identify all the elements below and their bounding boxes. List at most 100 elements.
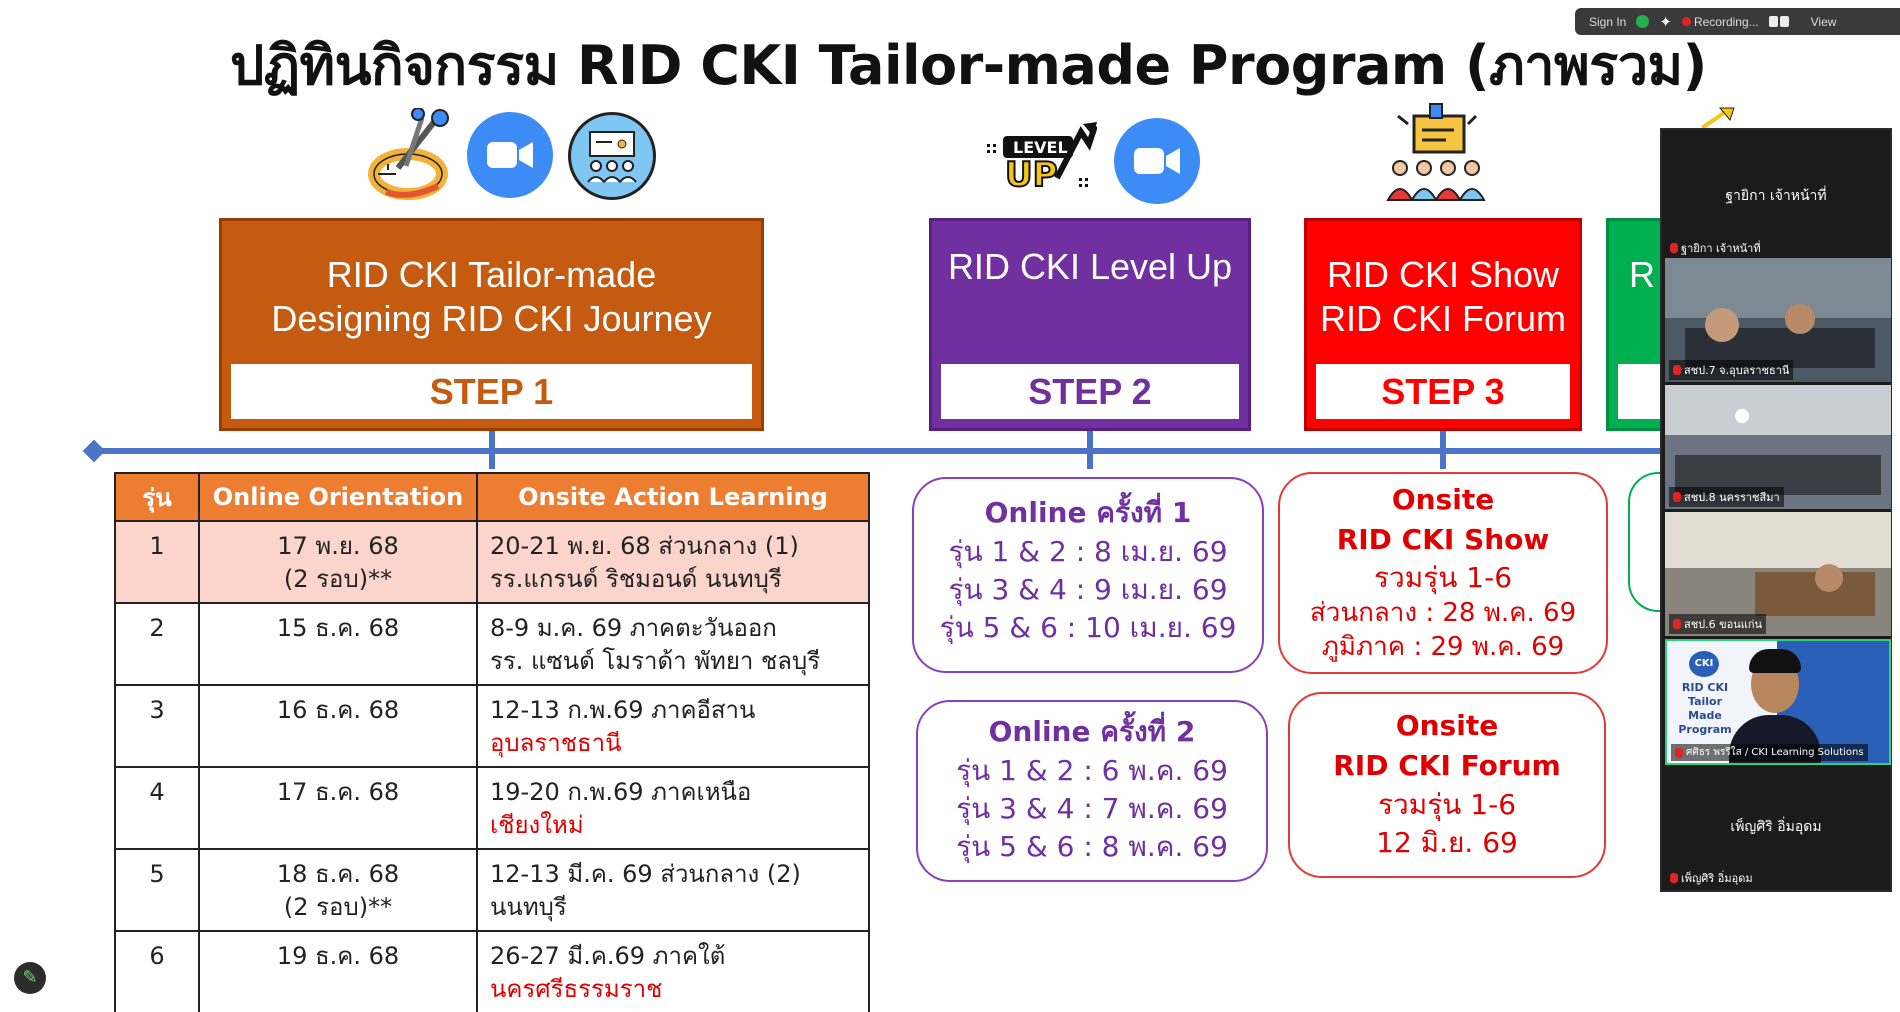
step-3-card: RID CKI Show RID CKI Forum STEP 3	[1304, 218, 1582, 431]
step-1-label: STEP 1	[231, 364, 752, 419]
online-cell: 18 ธ.ค. 68(2 รอบ)**	[198, 848, 478, 932]
table-row: 4 17 ธ.ค. 68 19-20 ก.พ.69 ภาคเหนือเชียงใ…	[114, 766, 870, 850]
online-session-2-card: Online ครั้งที่ 2 รุ่น 1 & 2 : 6 พ.ค. 69…	[916, 700, 1268, 882]
online-cell: 17 ธ.ค. 68	[198, 766, 478, 850]
tile-4-logo-text: RID CKI Tailor Made Program	[1678, 681, 1732, 736]
tile-3-wall	[1665, 512, 1891, 568]
gen-cell: 1	[114, 520, 200, 604]
record-icon	[1681, 16, 1691, 26]
onsite-cell: 8-9 ม.ค. 69 ภาคตะวันออกรร. แซนด์ โมราด้า…	[476, 602, 870, 686]
tailor-scissors-icon	[368, 107, 456, 202]
tile-1-wall	[1665, 258, 1891, 318]
gen-cell: 5	[114, 848, 200, 932]
timeline-tick-2	[1087, 431, 1093, 469]
table-row: 2 15 ธ.ค. 68 8-9 ม.ค. 69 ภาคตะวันออกรร. …	[114, 602, 870, 686]
timeline-line	[92, 448, 1812, 454]
online-session-1-heading: Online ครั้งที่ 1	[984, 496, 1192, 529]
table-row: 6 19 ธ.ค. 68 26-27 มี.ค.69 ภาคใต้นครศรีธ…	[114, 930, 870, 1012]
level-text: LEVEL	[1013, 138, 1068, 157]
zoom-video-icon	[467, 112, 553, 198]
step-2-card: RID CKI Level Up STEP 2	[929, 218, 1251, 431]
sparkle-icon[interactable]: ✦	[1659, 13, 1672, 31]
onsite-show-heading2: RID CKI Show	[1336, 523, 1550, 556]
onsite-show-heading1: Onsite	[1391, 483, 1495, 516]
participant-label-bottom: เพ็ญศิริ อิ่มอุดม	[1666, 868, 1757, 888]
participant-label-top: ฐายิกา เจ้าหน้าที่	[1666, 238, 1765, 258]
timeline-tick-1	[489, 431, 495, 469]
mic-muted-icon	[1673, 619, 1681, 629]
step-4-partial-card	[1628, 472, 1688, 612]
tile-1-person-2	[1785, 304, 1815, 334]
online-session-1-card: Online ครั้งที่ 1 รุ่น 1 & 2 : 8 เม.ย. 6…	[912, 477, 1264, 673]
col-header-online: Online Orientation	[198, 472, 478, 522]
cki-logo-icon: CKI	[1689, 651, 1719, 677]
view-button[interactable]: View	[1810, 14, 1837, 29]
table-header-row: รุ่น Online Orientation Onsite Action Le…	[114, 472, 870, 522]
onsite-show-card: Onsite RID CKI Show รวมรุ่น 1-6 ส่วนกลาง…	[1278, 472, 1608, 674]
shield-icon[interactable]	[1636, 15, 1650, 28]
onsite-forum-heading2: RID CKI Forum	[1333, 749, 1561, 782]
annotate-pencil-icon[interactable]: ✎	[14, 962, 46, 994]
gen-cell: 4	[114, 766, 200, 850]
step-2-title: RID CKI Level Up	[947, 246, 1233, 287]
mic-muted-icon	[1673, 492, 1681, 502]
up-text: UP	[1005, 155, 1058, 194]
tile-2-light	[1735, 409, 1749, 423]
online-cell: 19 ธ.ค. 68	[198, 930, 478, 1012]
mic-muted-icon	[1670, 873, 1678, 883]
mic-muted-icon	[1675, 747, 1683, 758]
gen-cell: 6	[114, 930, 200, 1012]
onsite-cell: 26-27 มี.ค.69 ภาคใต้นครศรีธรรมราช	[476, 930, 870, 1012]
page-title: ปฏิทินกิจกรรม RID CKI Tailor-made Progra…	[230, 34, 1707, 97]
video-tile-1-label: สชป.7 จ.อุบลราชธานี	[1669, 360, 1794, 380]
step-3-title-line2: RID CKI Forum	[1319, 298, 1567, 339]
step-3-title-line1: RID CKI Show	[1326, 254, 1560, 295]
onsite-cell: 12-13 มี.ค. 69 ส่วนกลาง (2)นนทบุรี	[476, 848, 870, 932]
presentation-audience-icon	[1384, 102, 1492, 202]
mic-muted-icon	[1670, 243, 1678, 253]
classroom-icon	[568, 112, 656, 200]
online-cell: 17 พ.ย. 68(2 รอบ)**	[198, 520, 478, 604]
col-header-onsite: Onsite Action Learning	[476, 472, 870, 522]
level-up-icon: LEVEL UP	[985, 118, 1098, 196]
video-tile-4-active-speaker[interactable]: CKI RID CKI Tailor Made Program ศศิธร พร…	[1665, 639, 1891, 765]
video-tile-2-label: สชป.8 นครราชสีมา	[1669, 487, 1784, 507]
onsite-cell: 12-13 ก.พ.69 ภาคอีสานอุบลราชธานี	[476, 684, 870, 768]
zoom-video-icon-2	[1114, 118, 1200, 204]
sign-in-button[interactable]: Sign In	[1589, 14, 1627, 29]
online-session-2-heading: Online ครั้งที่ 2	[988, 715, 1196, 748]
timeline-tick-3	[1440, 431, 1446, 469]
video-tile-2[interactable]: สชป.8 นครราชสีมา	[1665, 385, 1891, 509]
step-4-title: R	[1629, 254, 1655, 295]
video-tile-4-label: ศศิธร พรรึใส / CKI Learning Solutions	[1671, 744, 1868, 761]
pause-stop-icon[interactable]	[1768, 16, 1789, 27]
video-tile-1[interactable]: สชป.7 จ.อุบลราชธานี	[1665, 258, 1891, 382]
online-cell: 16 ธ.ค. 68	[198, 684, 478, 768]
timeline-start-marker	[82, 439, 106, 463]
onsite-cell: 19-20 ก.พ.69 ภาคเหนือเชียงใหม่	[476, 766, 870, 850]
participant-name-top: ฐายิกา เจ้าหน้าที่	[1725, 188, 1827, 204]
participant-name-bottom: เพ็ญศิริ อิ่มอุดม	[1730, 819, 1822, 835]
table-row: 5 18 ธ.ค. 68(2 รอบ)** 12-13 มี.ค. 69 ส่ว…	[114, 848, 870, 932]
video-tile-3-label: สชป.6 ขอนแก่น	[1669, 614, 1767, 634]
onsite-cell: 20-21 พ.ย. 68 ส่วนกลาง (1)รร.แกรนด์ ริชม…	[476, 520, 870, 604]
step-1-title-line2: Designing RID CKI Journey	[271, 298, 712, 339]
gen-cell: 2	[114, 602, 200, 686]
gen-cell: 3	[114, 684, 200, 768]
onsite-forum-heading1: Onsite	[1395, 709, 1499, 742]
video-tile-3[interactable]: สชป.6 ขอนแก่น	[1665, 512, 1891, 636]
speaker-hair	[1749, 649, 1801, 673]
online-cell: 15 ธ.ค. 68	[198, 602, 478, 686]
mic-muted-icon	[1673, 365, 1681, 375]
video-gallery-panel: ฐายิกา เจ้าหน้าที่ ฐายิกา เจ้าหน้าที่ สช…	[1660, 128, 1892, 892]
recording-indicator[interactable]: Recording...	[1681, 15, 1759, 29]
schedule-table: รุ่น Online Orientation Onsite Action Le…	[114, 472, 870, 1012]
arrow-up-icon	[1700, 106, 1740, 130]
tile-1-person	[1705, 308, 1739, 342]
meeting-toolbar: Sign In ✦ Recording... View	[1575, 8, 1900, 35]
table-row: 1 17 พ.ย. 68(2 รอบ)** 20-21 พ.ย. 68 ส่วน…	[114, 520, 870, 604]
table-row: 3 16 ธ.ค. 68 12-13 ก.พ.69 ภาคอีสานอุบลรา…	[114, 684, 870, 768]
tile-2-ceiling	[1665, 385, 1891, 435]
step-1-title-line1: RID CKI Tailor-made	[326, 254, 657, 295]
step-3-label: STEP 3	[1316, 364, 1570, 419]
